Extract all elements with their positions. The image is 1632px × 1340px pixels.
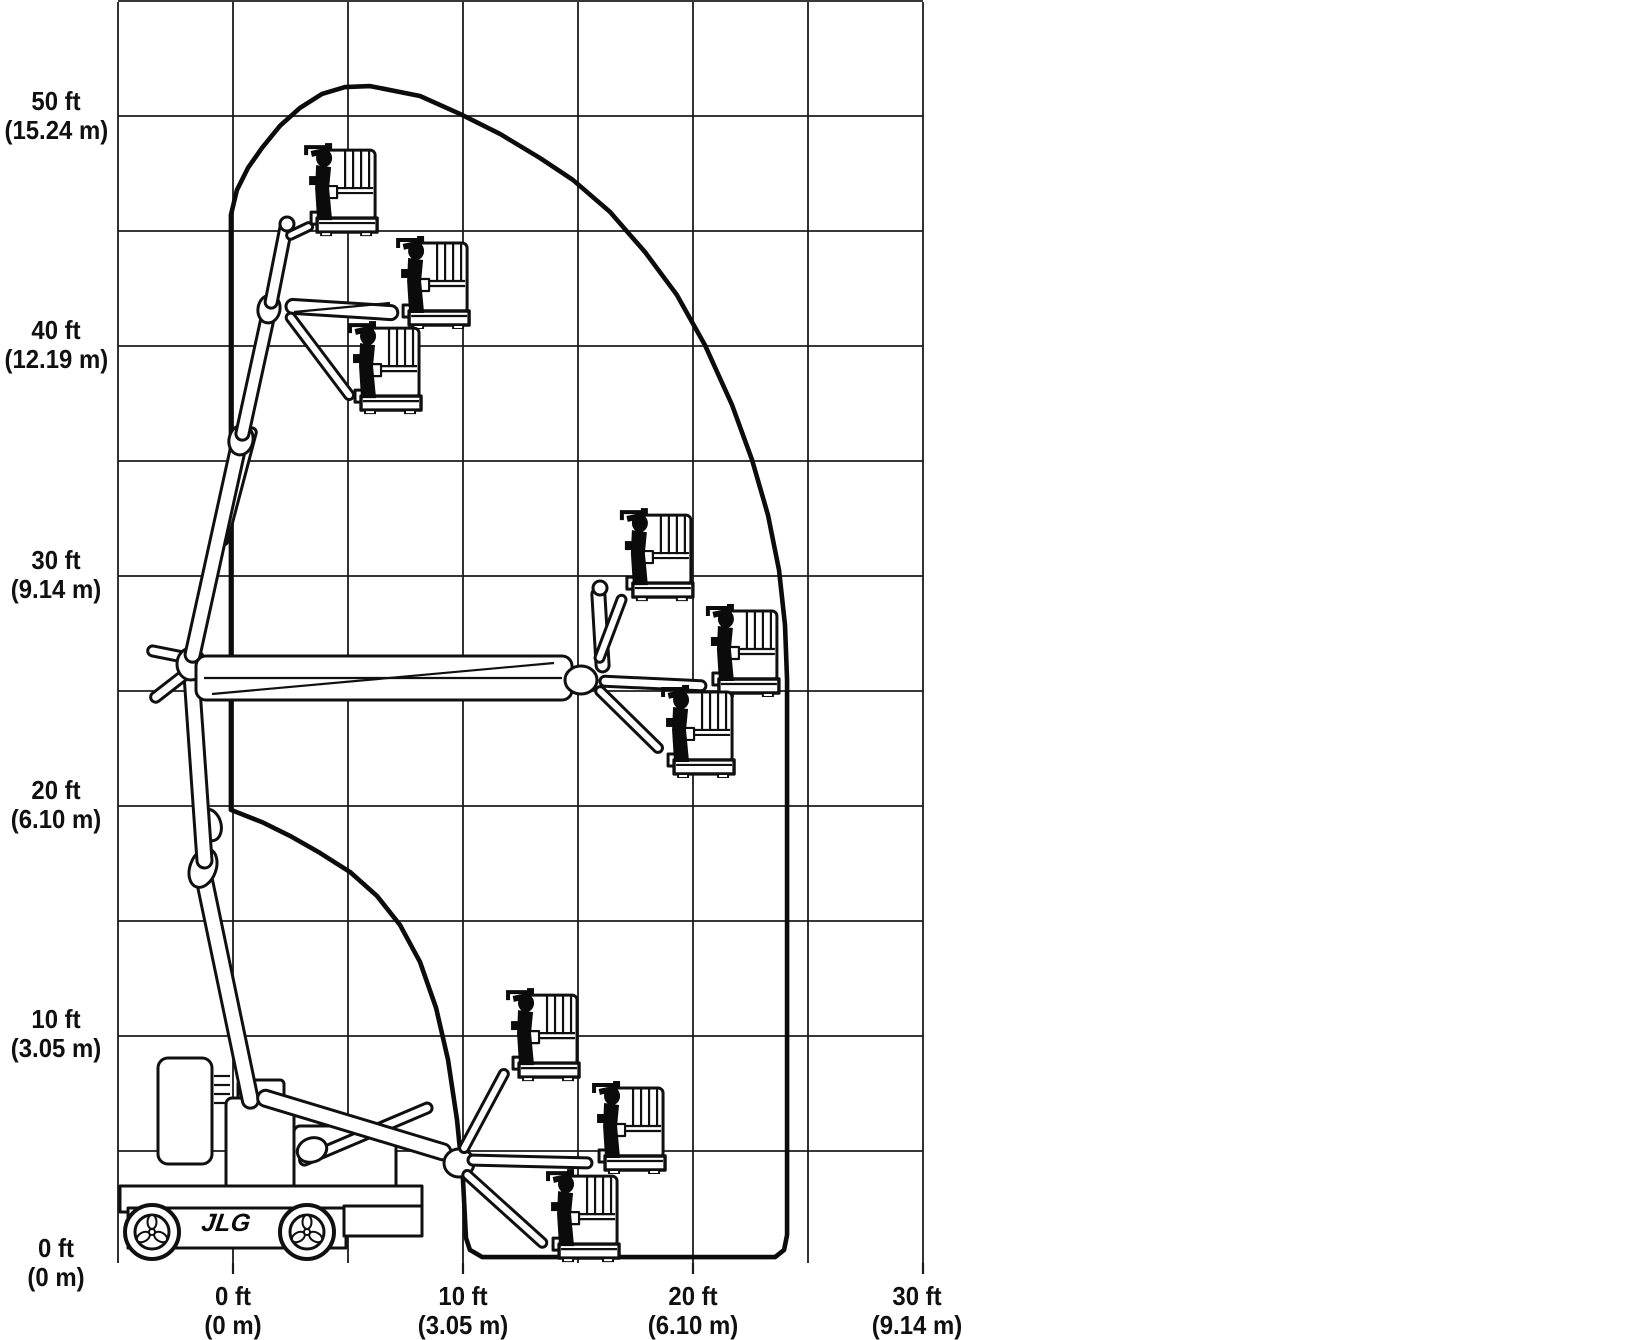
front-wheel xyxy=(123,1203,181,1261)
jib-pivot-mid xyxy=(563,664,599,696)
x-axis-label-30ft: 30 ft(9.14 m) xyxy=(871,1281,963,1340)
y-axis-label-40ft: 40 ft(12.19 m) xyxy=(4,315,109,374)
x-axis-label-0ft: 0 ft(0 m) xyxy=(204,1281,262,1340)
platform-position-5 xyxy=(705,601,781,697)
platform-position-7 xyxy=(506,986,582,1082)
platform-position-6 xyxy=(661,682,737,778)
chassis-step xyxy=(342,1204,424,1238)
operator-console-tower xyxy=(156,1056,214,1166)
chassis xyxy=(118,1056,424,1261)
platform-position-1 xyxy=(304,141,380,237)
y-axis-label-30ft: 30 ft(9.14 m) xyxy=(10,545,102,604)
boom-horizontal-config xyxy=(194,579,708,754)
platform-position-4 xyxy=(619,506,695,602)
riser-boom xyxy=(146,644,260,1110)
y-axis-label-10ft: 10 ft(3.05 m) xyxy=(10,1004,102,1063)
platform-position-2 xyxy=(396,233,472,329)
boom-raised-config xyxy=(183,215,400,664)
x-axis-label-20ft: 20 ft(6.10 m) xyxy=(647,1281,739,1340)
jlg-logo: JLG xyxy=(199,1209,253,1237)
platform-position-8 xyxy=(592,1079,668,1175)
y-axis-label-0ft: 0 ft(0 m) xyxy=(27,1233,85,1292)
x-axis-label-10ft: 10 ft(3.05 m) xyxy=(417,1281,509,1340)
platform-position-3 xyxy=(348,319,424,415)
boom-lowered-config xyxy=(256,1068,594,1249)
working-envelope-outline xyxy=(231,86,787,1257)
y-axis-label-20ft: 20 ft(6.10 m) xyxy=(10,775,102,834)
boom-lift-illustration xyxy=(118,215,708,1261)
platform-position-9 xyxy=(546,1167,622,1263)
y-axis-label-50ft: 50 ft(15.24 m) xyxy=(4,86,109,145)
rear-wheel xyxy=(278,1203,336,1261)
